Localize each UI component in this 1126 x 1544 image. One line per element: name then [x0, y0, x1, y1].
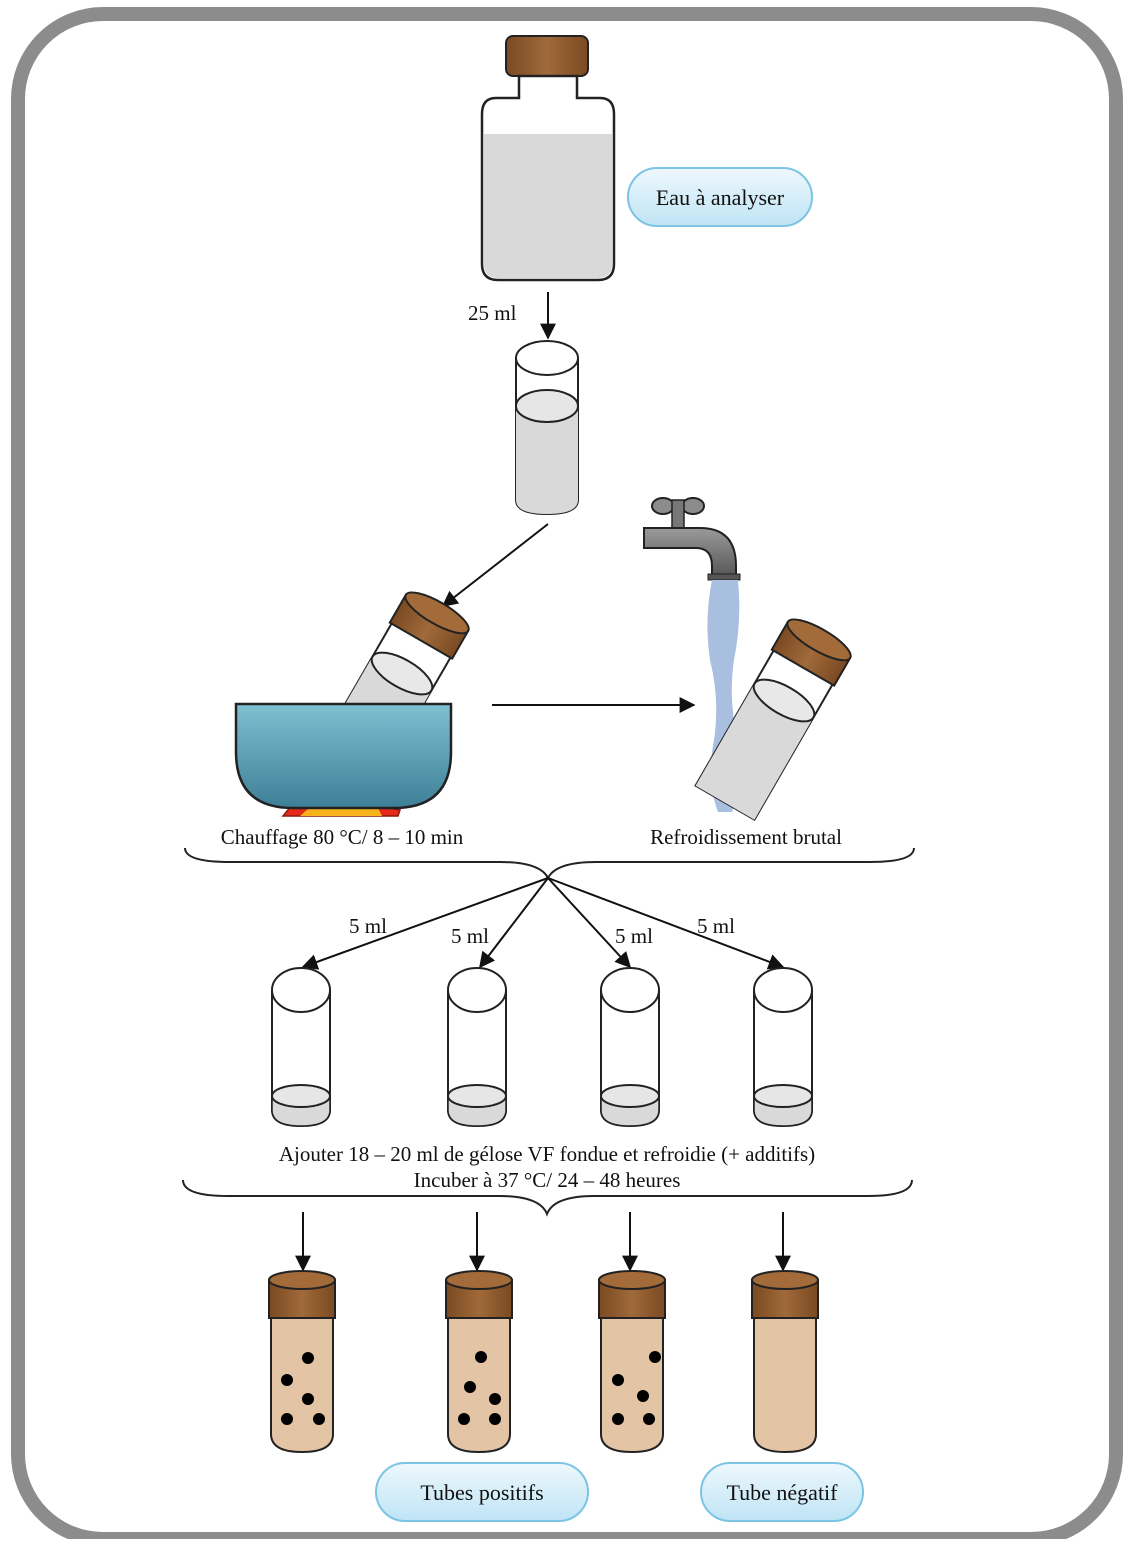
colony-dot [464, 1381, 476, 1393]
brace-2 [182, 1179, 913, 1217]
sample-bottle [480, 35, 616, 282]
positive-label-pill: Tubes positifs [375, 1462, 589, 1522]
inoculated-tube [271, 967, 331, 1128]
colony-dot [489, 1413, 501, 1425]
colony-dot [643, 1413, 655, 1425]
incubate-label: Incuber à 37 °C/ 24 – 48 heures [414, 1168, 681, 1192]
inoculated-tube [600, 967, 660, 1128]
cooling-label: Refroidissement brutal [650, 825, 842, 849]
inoculated-tube [753, 967, 813, 1128]
colony-dot [637, 1390, 649, 1402]
colony-dot [302, 1352, 314, 1364]
volume-5ml-label-2: 5 ml [451, 924, 489, 948]
sample-label-pill: Eau à analyser [627, 167, 813, 227]
cooling-tube [694, 618, 852, 822]
colony-dot [281, 1374, 293, 1386]
colony-dot [281, 1413, 293, 1425]
heating-label: Chauffage 80 °C/ 8 – 10 min [221, 825, 464, 849]
volume-25ml-label: 25 ml [468, 301, 517, 325]
water-bath [234, 702, 453, 810]
colony-dot [302, 1393, 314, 1405]
sample-label: Eau à analyser [656, 185, 785, 210]
distribution-arrows [301, 877, 785, 970]
negative-label: Tube négatif [726, 1480, 838, 1505]
colony-dot [612, 1413, 624, 1425]
colony-dot [313, 1413, 325, 1425]
volume-5ml-label-3: 5 ml [615, 924, 653, 948]
inoculated-tube [447, 967, 507, 1128]
colony-dot [612, 1374, 624, 1386]
volume-5ml-label-1: 5 ml [349, 914, 387, 938]
result-arrows [295, 1212, 791, 1272]
positive-tube [445, 1270, 513, 1454]
negative-label-pill: Tube négatif [700, 1462, 864, 1522]
tap-icon [643, 497, 741, 581]
positive-tube [598, 1270, 666, 1454]
colony-dot [649, 1351, 661, 1363]
positive-label: Tubes positifs [420, 1480, 543, 1505]
colony-dot [475, 1351, 487, 1363]
colony-dot [489, 1393, 501, 1405]
measuring-cylinder [515, 340, 579, 516]
add-agar-label: Ajouter 18 – 20 ml de gélose VF fondue e… [279, 1142, 815, 1166]
arrow-to-heating [441, 523, 549, 607]
volume-5ml-label-4: 5 ml [697, 914, 735, 938]
colony-dot [458, 1413, 470, 1425]
negative-tube [751, 1270, 819, 1454]
positive-tube [268, 1270, 336, 1454]
